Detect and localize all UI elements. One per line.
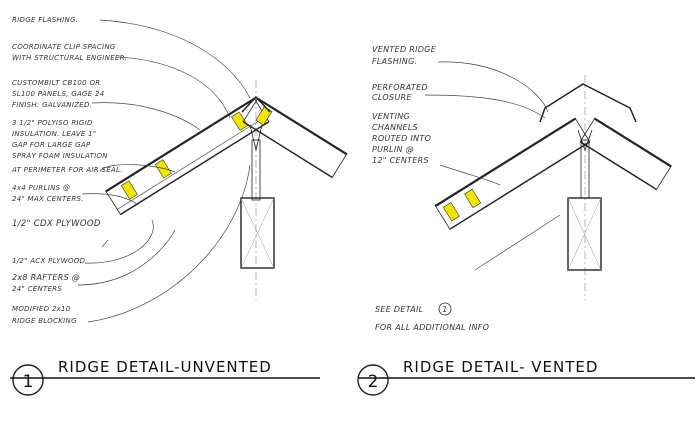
detail-number-circle [12, 364, 44, 396]
detail-1-title-block: 1 RIDGE DETAIL-UNVENTED [10, 358, 320, 396]
note-line-1: SEE DETAIL [375, 305, 423, 314]
detail-1-drawing [77, 19, 348, 323]
detail-number: 1 [23, 372, 34, 392]
label: 24" MAX CENTERS. [12, 195, 84, 203]
right-roof-assembly [242, 97, 348, 178]
label: PERFORATED [372, 83, 428, 92]
label: 2x8 RAFTERS @ [12, 273, 80, 282]
label: FLASHING. [372, 57, 417, 66]
label: ROUTED INTO [372, 134, 431, 143]
detail-1-labels: RIDGE FLASHING. COORDINATE CLIP SPACING … [11, 16, 127, 325]
post [567, 197, 602, 271]
label: 12" CENTERS [372, 156, 429, 165]
left-roof-assembly [434, 117, 591, 230]
insulation-block [231, 111, 249, 131]
label: WITH STRUCTURAL ENGINEER. [12, 54, 127, 62]
detail-2-labels: VENTED RIDGE FLASHING. PERFORATED CLOSUR… [372, 45, 489, 332]
label: VENTED RIDGE [372, 45, 437, 54]
label: PURLIN @ [372, 145, 414, 154]
insulation-block [154, 159, 172, 179]
label: SL100 PANELS, GAGE 24 [12, 90, 105, 98]
ridge-flashing [241, 95, 271, 113]
note-line-2: FOR ALL ADDITIONAL INFO [375, 323, 489, 332]
label: CUSTOMBILT CB100 OR [12, 79, 100, 87]
note-detail-ref: 1 [442, 305, 447, 314]
label: CHANNELS [372, 123, 418, 132]
label: 1/2" CDX PLYWOOD [12, 219, 101, 229]
label: RIDGE BLOCKING [12, 317, 77, 325]
detail-title: RIDGE DETAIL- VENTED [403, 358, 598, 376]
label: COORDINATE CLIP SPACING [12, 43, 116, 51]
insulation-block [255, 106, 273, 126]
label: RIDGE FLASHING. [12, 16, 78, 24]
insulation-block [120, 180, 138, 200]
detail-title: RIDGE DETAIL-UNVENTED [58, 358, 272, 376]
post [240, 197, 275, 269]
label: CLOSURE [372, 93, 412, 102]
insulation-block [442, 202, 460, 222]
detail-number: 2 [368, 372, 379, 392]
label: 4x4 PURLINS @ [12, 184, 70, 192]
label: INSULATION. LEAVE 1" [12, 130, 96, 138]
detail-2-title-block: 2 RIDGE DETAIL- VENTED [357, 358, 695, 396]
label: GAP FOR LARGE GAP [12, 141, 91, 149]
label: 3 1/2" POLYISO RIGID [12, 119, 93, 127]
label: 24" CENTERS [12, 285, 62, 293]
right-roof-assembly [579, 117, 672, 191]
detail-number-circle [357, 364, 389, 396]
detail-2-drawing [424, 61, 672, 300]
ridge-blocking [251, 139, 261, 201]
label: SPRAY FOAM INSULATION [12, 152, 108, 160]
label: VENTING [372, 112, 410, 121]
insulation-block [464, 188, 482, 209]
label: 1/2" ACX PLYWOOD [12, 257, 86, 265]
label: MODIFIED 2x10 [12, 305, 71, 313]
label: AT PERIMETER FOR AIR SEAL. [11, 166, 123, 174]
left-roof-assembly [105, 97, 270, 216]
vented-ridge-flashing [539, 83, 637, 123]
label: FINISH: GALVANIZED. [12, 101, 92, 109]
